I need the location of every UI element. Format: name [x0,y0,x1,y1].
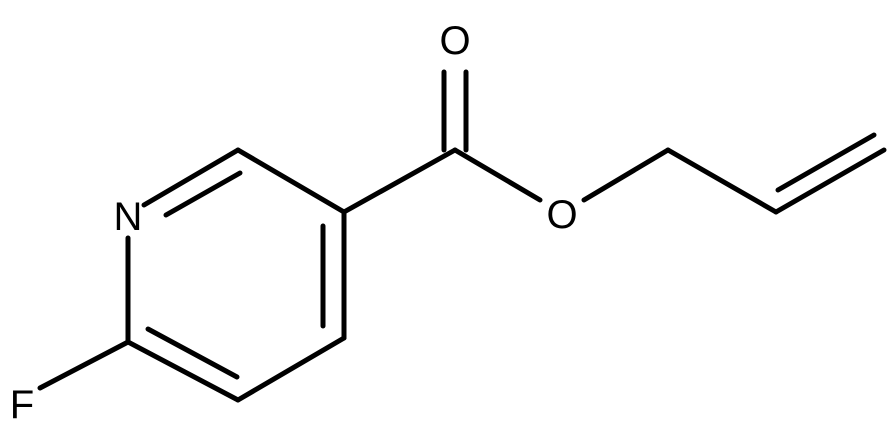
bond-c3-c2-double-inner [145,326,240,380]
bond-c2-f [37,339,131,391]
bond-ch2-ch [665,147,779,215]
bond-n1-c6 [141,147,241,208]
bond-c4-c3 [235,335,347,403]
bond-c3-c2 [125,339,241,403]
bond-c6-c5 [235,147,347,215]
bond-ch-ch2-double-b [775,132,877,193]
bond-carbonyl-ester-o [452,147,543,203]
bond-ch-ch2-double-a [773,147,887,215]
bond-ester-o-ch2 [581,147,671,203]
atom-label-carbonyl-oxygen: O [439,19,470,63]
atom-label-nitrogen: N [114,195,143,239]
bond-n1-c6-double-inner [163,170,243,218]
atom-label-fluorine: F [10,383,34,427]
atom-label-ester-oxygen: O [546,193,577,237]
bond-c5-carbonyl [341,147,458,215]
